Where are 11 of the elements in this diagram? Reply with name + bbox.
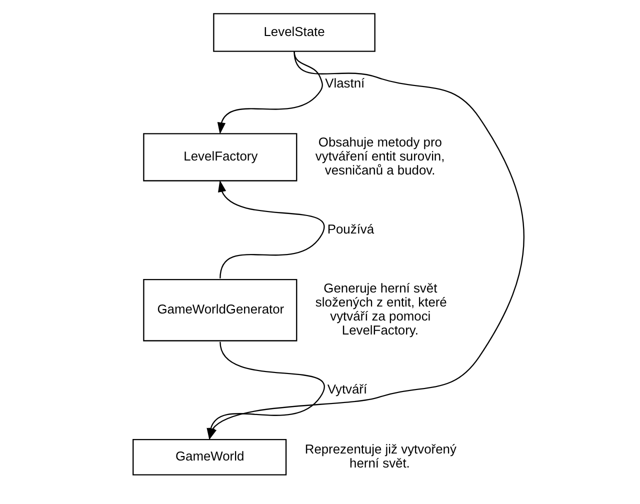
node-label: Generuje herní svět složených z entit, které vytváří za pomoci LevelFactory. xyxy=(315,280,447,338)
node-box: LevelState xyxy=(213,12,376,52)
edge-label: Vlastní xyxy=(325,75,365,90)
node-box: GameWorld xyxy=(132,438,287,475)
arrow xyxy=(218,180,325,278)
node-label: Reprezentuje již vytvořený herní svět. xyxy=(304,440,456,470)
node-box: GameWorldGenerator xyxy=(143,278,298,341)
node-label: Obsahuje metody pro vytváření entit surovin, vesničanů a budov. xyxy=(315,134,445,178)
edge-label: Vytváří xyxy=(327,380,368,396)
node-box: LevelFactory xyxy=(143,132,298,181)
edge-label: Používá xyxy=(327,220,374,236)
